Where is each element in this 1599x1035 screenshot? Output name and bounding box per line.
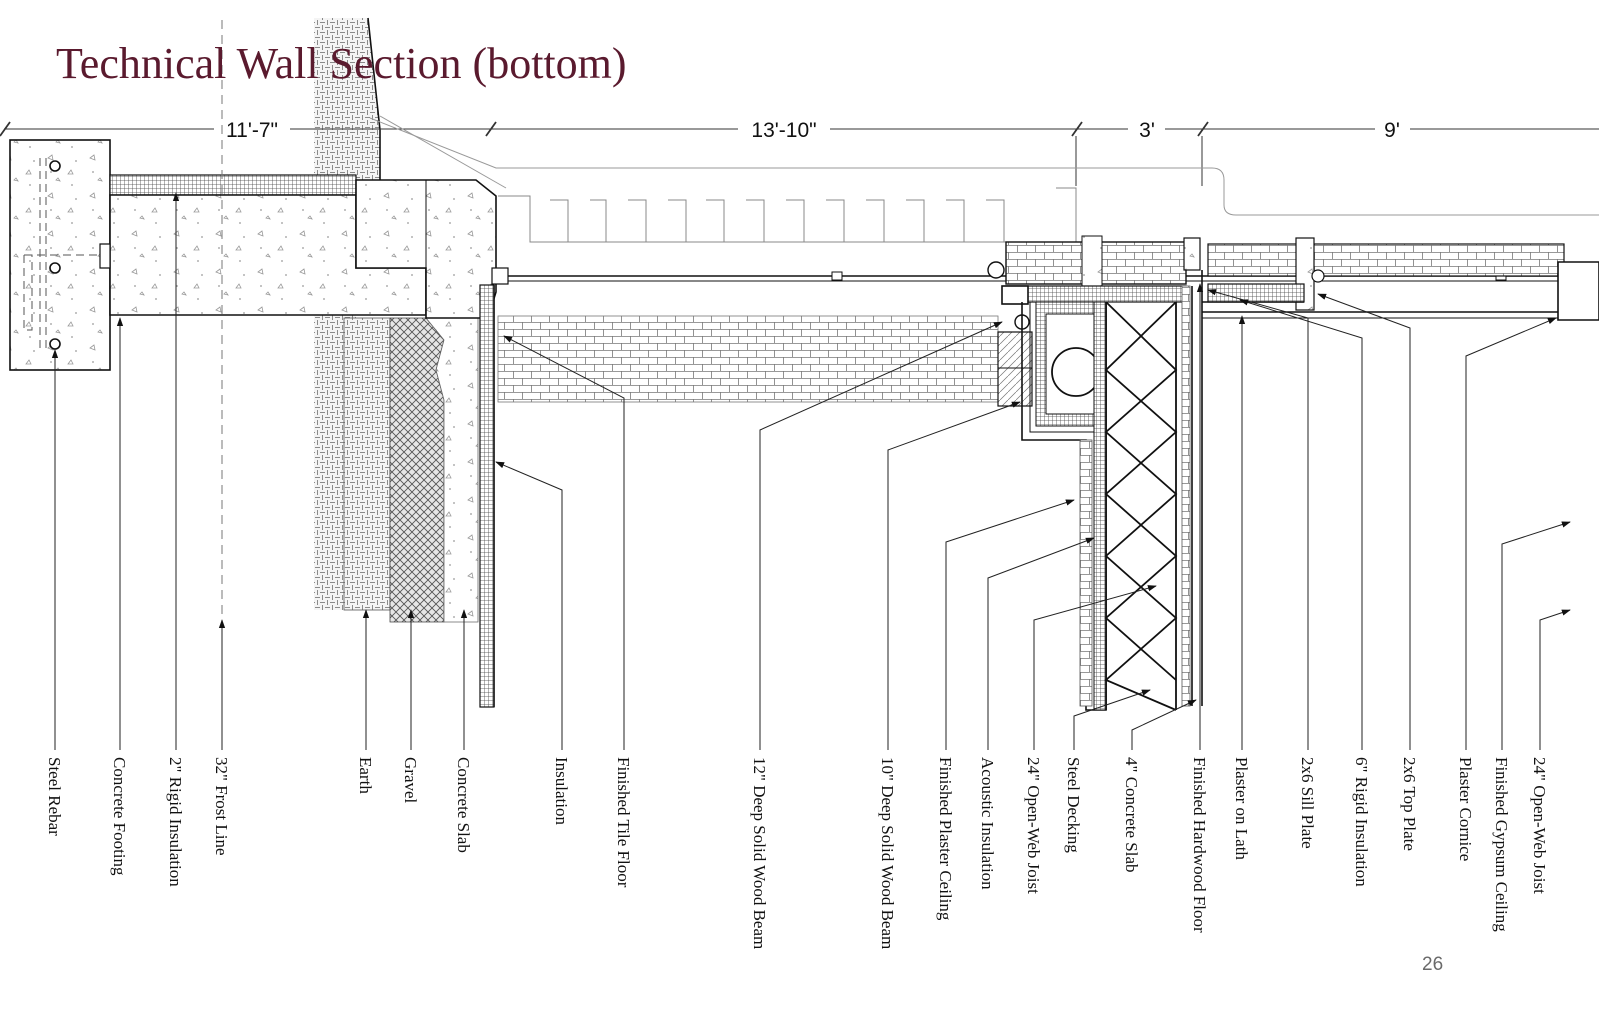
callout-gravel: Gravel (401, 757, 420, 804)
rebar-circle (49, 338, 61, 350)
callout-top-plate: 2x6 Top Plate (1400, 757, 1419, 851)
leader-joist-2 (1539, 609, 1571, 750)
rebar-circle (49, 160, 61, 172)
leader-4-slab (1131, 699, 1197, 750)
leader-plaster-ceiling (945, 499, 1075, 750)
right-floor-assembly (1202, 237, 1599, 321)
slide-title: Technical Wall Section (bottom) (56, 39, 627, 88)
callout-4-concrete-slab: 4" Concrete Slab (1122, 757, 1141, 873)
hardwood-floor-column (1181, 237, 1203, 707)
callout-steel-rebar: Steel Rebar (45, 757, 64, 836)
foundation-wall (99, 174, 497, 319)
callout-open-web-joist: 24" Open-Web Joist (1024, 757, 1043, 894)
callout-concrete-footing: Concrete Footing (110, 757, 129, 876)
dimension-label: 3' (1139, 119, 1155, 142)
dimension-label: 13'-10" (751, 119, 816, 142)
gravel-hatch (389, 317, 445, 623)
callout-frost-line: 32" Frost Line (212, 757, 231, 856)
callout-labels: Steel Rebar Concrete Footing 2" Rigid In… (45, 757, 1549, 949)
leader-acoustic (987, 537, 1095, 750)
callout-open-web-joist-2: 24" Open-Web Joist (1530, 757, 1549, 894)
dimension-label: 11'-7" (226, 119, 278, 142)
dimension-label: 9' (1384, 119, 1400, 142)
rebar-circle (49, 262, 61, 274)
leader-12-beam (759, 321, 1003, 750)
leader-lines (51, 192, 1571, 750)
callout-concrete-slab: Concrete Slab (454, 757, 473, 853)
callout-acoustic-insulation: Acoustic Insulation (978, 757, 997, 890)
insulation-wall (479, 284, 495, 708)
callout-plaster-cornice: Plaster Cornice (1456, 757, 1475, 861)
callout-plaster-ceiling: Finished Plaster Ceiling (936, 757, 955, 921)
callout-sill-plate: 2x6 Sill Plate (1298, 757, 1317, 849)
upper-floor-assembly (987, 235, 1187, 711)
concrete-slab-section (425, 317, 479, 623)
leader-cornice (1465, 317, 1557, 750)
callout-10-wood-beam: 10" Deep Solid Wood Beam (878, 757, 897, 949)
leader-joist (1033, 585, 1157, 750)
leader-tile-floor (503, 335, 625, 750)
dimension-line (0, 121, 1599, 186)
open-web-joist (1104, 301, 1178, 711)
callout-hardwood-floor: Finished Hardwood Floor (1190, 757, 1209, 933)
leader-steel-decking (1073, 689, 1151, 750)
dimension-labels: 11'-7" 13'-10" 3' 9' (226, 119, 1400, 142)
callout-gypsum-ceiling: Finished Gypsum Ceiling (1492, 757, 1511, 932)
leader-rigid-6 (1239, 299, 1363, 750)
callout-rigid-insulation: 2" Rigid Insulation (166, 757, 185, 887)
ground-outline (369, 117, 1599, 216)
leader-top-plate (1317, 293, 1411, 750)
leader-insulation (495, 461, 563, 750)
crawlspace-piers (498, 187, 1077, 243)
tile-floor-band (497, 315, 999, 403)
callout-plaster-on-lath: Plaster on Lath (1232, 757, 1251, 860)
callout-12-wood-beam: 12" Deep Solid Wood Beam (750, 757, 769, 949)
duct-circle (1051, 347, 1101, 397)
callout-steel-decking: Steel Decking (1064, 757, 1083, 853)
callout-insulation: Insulation (552, 757, 571, 825)
leader-sill-plate (1207, 289, 1309, 750)
leader-10-beam (887, 401, 1021, 750)
leader-gypsum (1501, 521, 1571, 750)
footing (9, 139, 305, 371)
callout-6-rigid-insulation: 6" Rigid Insulation (1352, 757, 1371, 887)
page-number: 26 (1422, 954, 1444, 975)
callout-earth: Earth (356, 757, 375, 794)
callout-finished-tile-floor: Finished Tile Floor (614, 757, 633, 888)
